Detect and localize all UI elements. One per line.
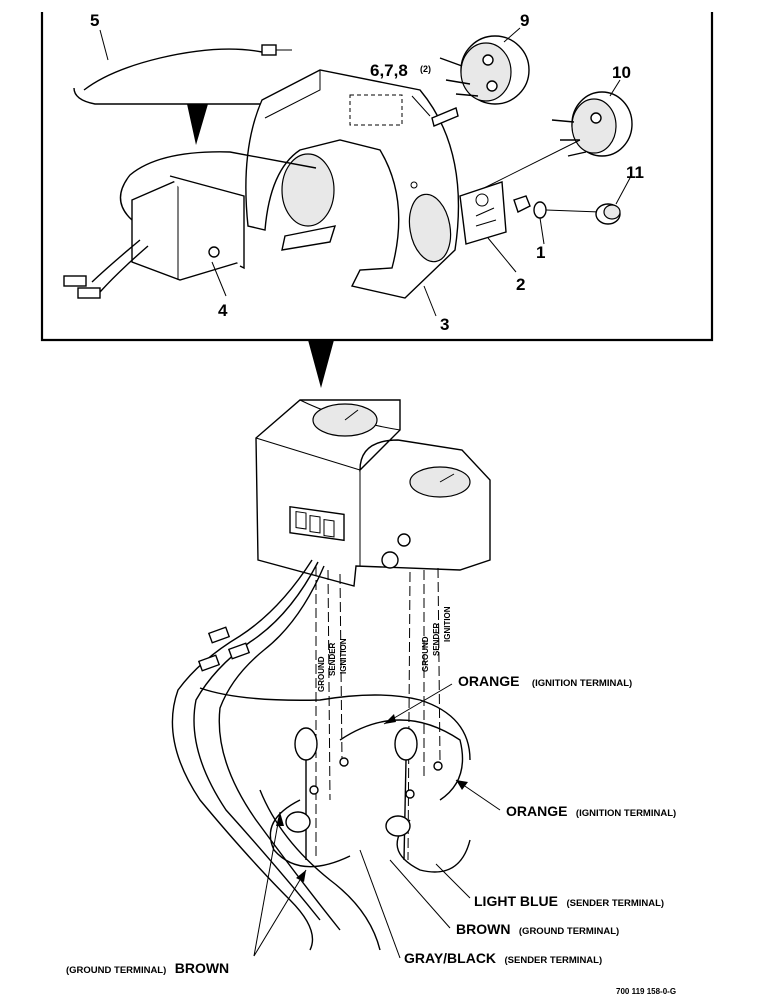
callout-5: 5	[90, 11, 99, 30]
label-orange-2: ORANGE (IGNITION TERMINAL)	[506, 803, 676, 820]
gauge-9	[439, 35, 530, 105]
gauge-10	[467, 91, 633, 197]
terminal-tags-left: GROUND SENDER IGNITION	[317, 638, 348, 692]
assembled-panel	[255, 399, 491, 587]
tag-sender-left: SENDER	[328, 642, 337, 676]
terminal-tags-right: GROUND SENDER IGNITION	[421, 606, 452, 672]
label-orange-1: ORANGE (IGNITION TERMINAL)	[458, 673, 632, 690]
sender-bulbs	[285, 727, 443, 861]
wire-harness	[171, 559, 471, 951]
cable-detail-bubble	[73, 44, 311, 145]
callout-6-7-8-qty: (2)	[420, 64, 431, 74]
callout-leaders	[99, 27, 631, 317]
callout-numbers: 5 9 6,7,8 (2) 10 11 1 2 3 4	[90, 11, 644, 334]
callout-10: 10	[612, 63, 631, 82]
callout-3: 3	[440, 315, 449, 334]
callout-4: 4	[218, 301, 228, 320]
label-gray-black: GRAY/BLACK (SENDER TERMINAL)	[404, 950, 602, 967]
exploded-view-frame	[40, 12, 714, 388]
tag-ignition-right: IGNITION	[443, 606, 452, 642]
wire-label-arrows	[253, 683, 501, 959]
callout-6-7-8: 6,7,8	[370, 61, 408, 80]
tag-ground-right: GROUND	[421, 636, 430, 672]
drawing-number: 700 119 158-0-G	[616, 987, 676, 996]
callout-1: 1	[536, 243, 545, 262]
tag-ignition-left: IGNITION	[339, 638, 348, 674]
label-light-blue: LIGHT BLUE (SENDER TERMINAL)	[474, 893, 664, 910]
gauge-shroud	[245, 69, 460, 299]
callout-9: 9	[520, 11, 529, 30]
label-brown-left: (GROUND TERMINAL) BROWN	[66, 960, 229, 977]
callout-2: 2	[516, 275, 525, 294]
label-brown-right: BROWN (GROUND TERMINAL)	[456, 921, 619, 938]
wire-labels: ORANGE (IGNITION TERMINAL) ORANGE (IGNIT…	[66, 673, 676, 977]
nut-washer-1	[513, 195, 601, 219]
knob-11	[595, 203, 621, 225]
callout-11: 11	[626, 163, 644, 182]
tag-ground-left: GROUND	[317, 656, 326, 692]
hour-meter-module	[63, 151, 317, 299]
tag-sender-right: SENDER	[432, 622, 441, 656]
decal-2	[459, 181, 507, 245]
screw-6-7-8	[411, 95, 459, 127]
